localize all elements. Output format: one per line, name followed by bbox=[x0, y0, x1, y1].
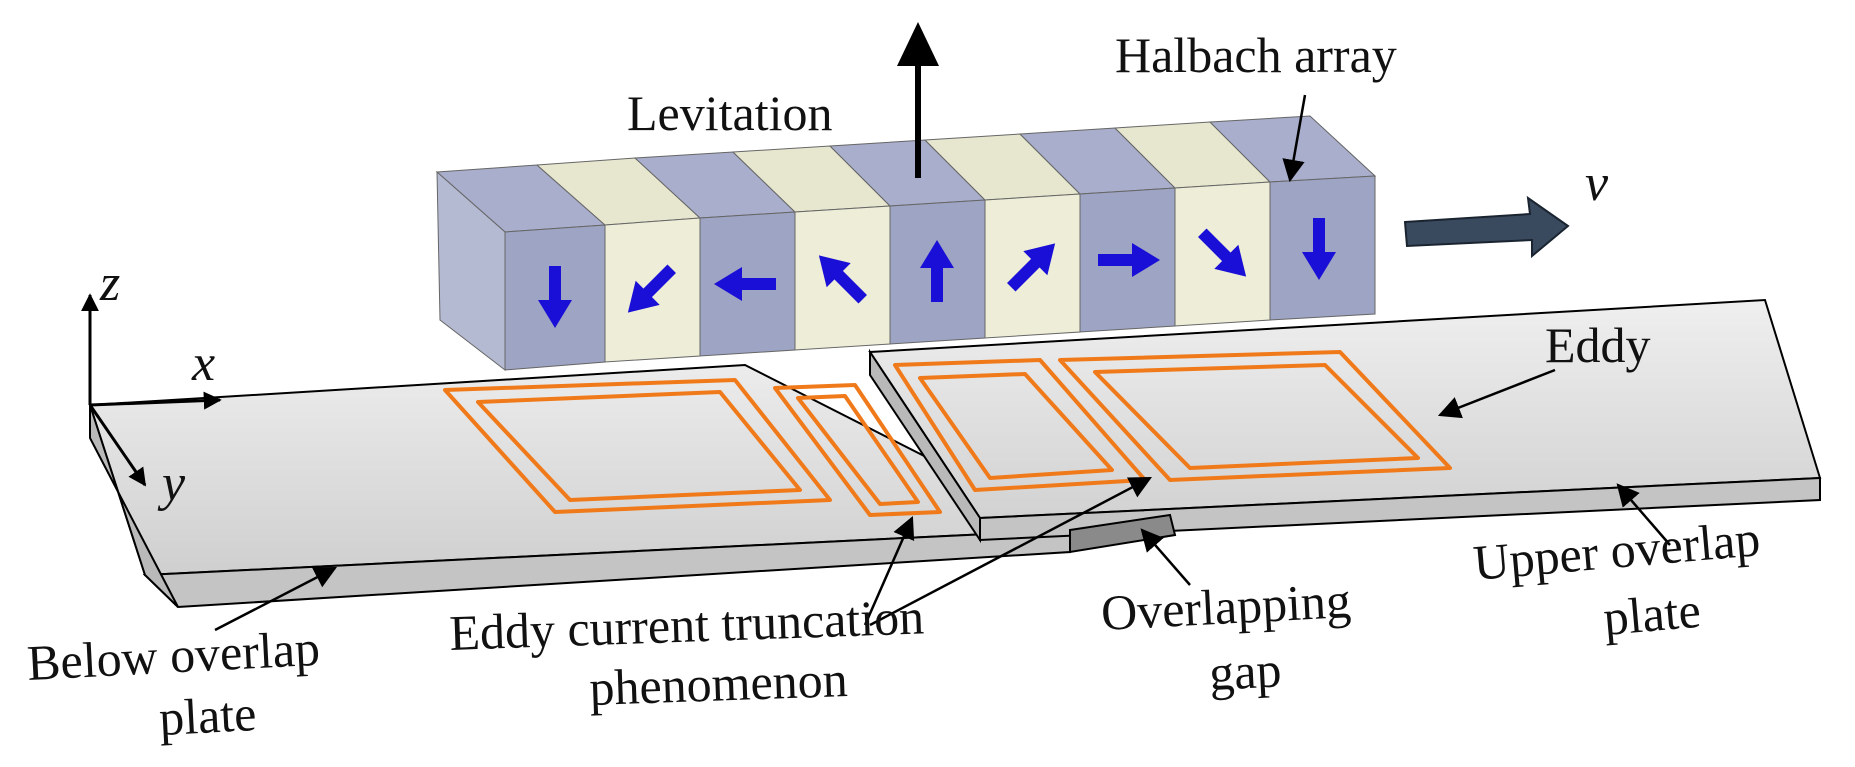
pointer-upper-plate bbox=[1616, 483, 1671, 546]
upper-overlap-plate bbox=[868, 298, 1822, 554]
pointer-eddy bbox=[1437, 368, 1556, 419]
eddy-loop-truncated-inner bbox=[796, 394, 920, 506]
halbach-array bbox=[435, 115, 1377, 372]
pointer-truncation-left bbox=[863, 515, 915, 626]
magnetization-arrow-3 bbox=[714, 267, 776, 301]
magnetization-arrow-1 bbox=[538, 266, 572, 328]
magnetization-arrows bbox=[538, 218, 1336, 328]
truncation-label-line1: Eddy current truncation bbox=[448, 588, 925, 661]
eddy-loop-below-outer bbox=[443, 378, 832, 514]
upper-plate-label-line1: Upper overlap bbox=[1471, 510, 1762, 591]
below-plate-label-line2: plate bbox=[158, 685, 258, 746]
axis-x-label: x bbox=[191, 335, 215, 392]
axis-z-label: z bbox=[99, 255, 120, 312]
magnetization-arrow-6 bbox=[1007, 243, 1056, 292]
levitation-arrow bbox=[897, 22, 939, 178]
truncation-label-line2: phenomenon bbox=[588, 651, 848, 716]
velocity-label: v bbox=[1585, 155, 1609, 212]
upper-plate-left-face bbox=[869, 348, 981, 544]
pointer-truncation-right bbox=[869, 476, 1152, 627]
magnetization-arrow-7 bbox=[1098, 243, 1160, 277]
gap-label-line2: gap bbox=[1208, 641, 1283, 701]
pointer-arrows bbox=[214, 94, 1671, 632]
halbach-array-label: Halbach array bbox=[1115, 27, 1397, 83]
eddy-loop-truncated-outer bbox=[773, 383, 942, 517]
pointer-gap bbox=[1140, 528, 1191, 586]
magnetization-arrow-9 bbox=[1302, 218, 1336, 280]
eddy-loops-below bbox=[443, 378, 942, 517]
below-plate-left-face bbox=[89, 404, 179, 608]
axis-y-label: y bbox=[157, 455, 186, 512]
gap-label-line1: Overlapping bbox=[1100, 572, 1353, 641]
upper-plate-label-line2: plate bbox=[1601, 582, 1703, 646]
coordinate-axes bbox=[81, 293, 222, 487]
levitation-label: Levitation bbox=[627, 85, 833, 141]
below-overlap-plate bbox=[88, 363, 1074, 609]
eddy-loop-upper-right-inner bbox=[1093, 363, 1420, 470]
magnetization-arrow-5 bbox=[920, 240, 954, 302]
magnetization-arrow-2 bbox=[627, 264, 676, 313]
eddy-label: Eddy bbox=[1545, 317, 1651, 373]
velocity-arrow bbox=[1403, 195, 1570, 259]
pointer-below-plate bbox=[214, 566, 337, 632]
overlapping-gap-notch bbox=[1069, 513, 1177, 554]
magnetization-arrow-8 bbox=[1198, 228, 1247, 277]
below-plate-label-line1: Below overlap bbox=[26, 620, 321, 691]
eddy-loop-upper-left-inner bbox=[918, 372, 1114, 480]
eddy-loop-upper-right-outer bbox=[1058, 350, 1452, 482]
pointer-halbach bbox=[1282, 94, 1307, 183]
eddy-loop-below-inner bbox=[476, 390, 802, 502]
magnetization-arrow-4 bbox=[818, 255, 867, 304]
